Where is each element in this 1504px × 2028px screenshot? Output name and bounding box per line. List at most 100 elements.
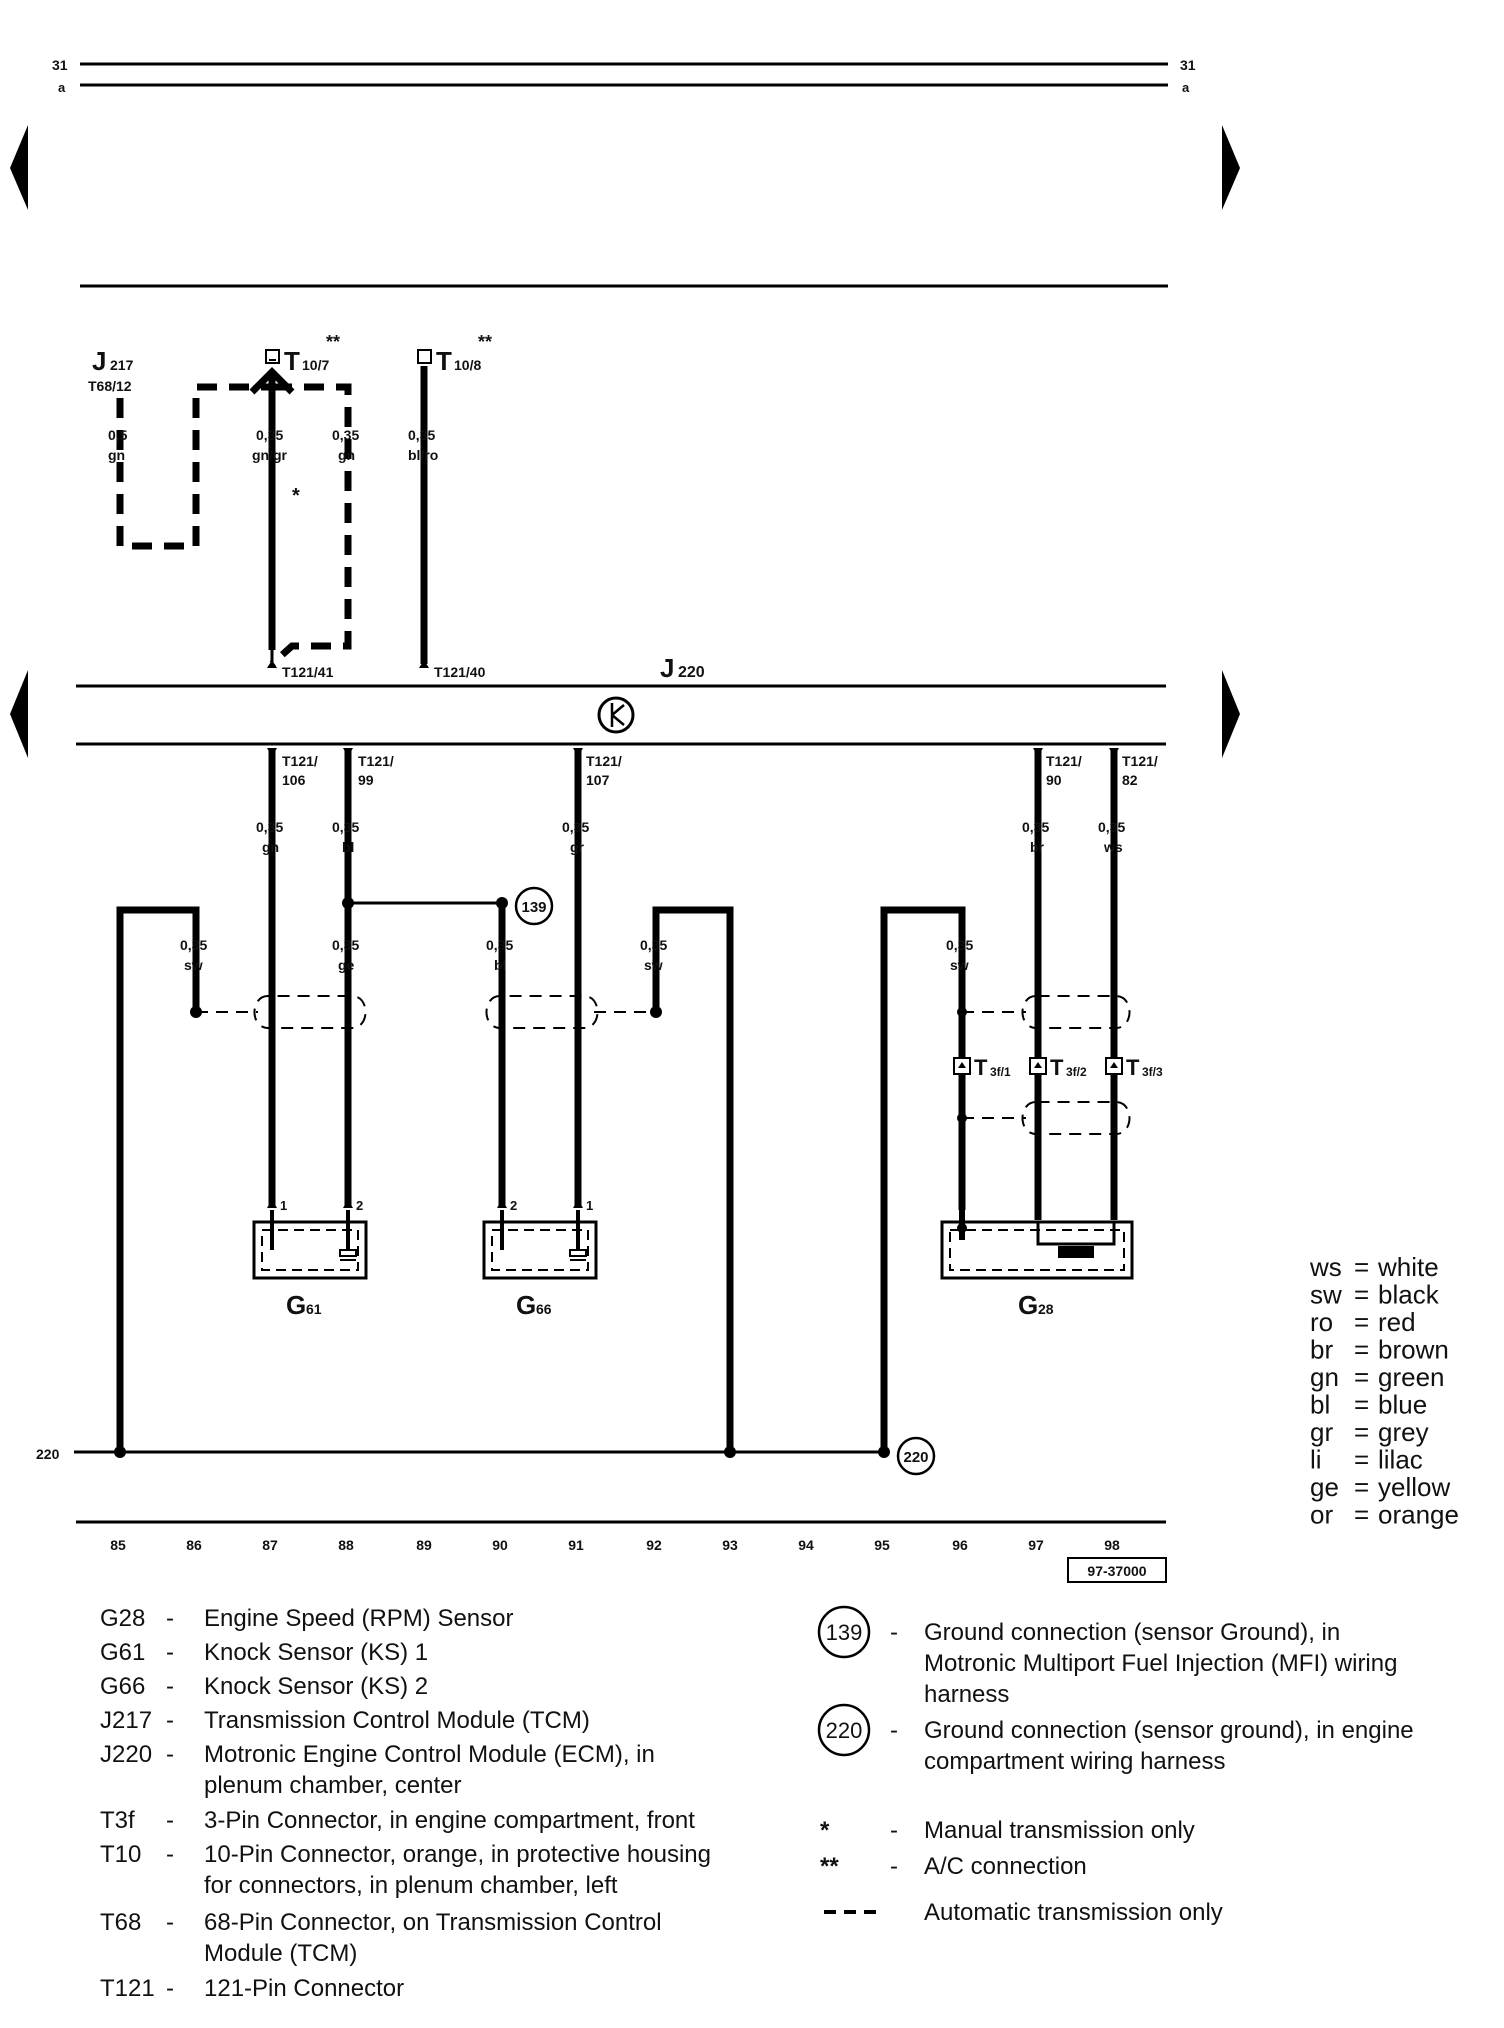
page-number-right: 31	[1180, 57, 1196, 73]
low-wire-color-4: sw	[950, 957, 969, 973]
doc-code: 97-37000	[1087, 1563, 1146, 1579]
mid-wire-gauge-2: 0,35	[562, 819, 589, 835]
t3f-2-name: T	[1050, 1055, 1064, 1080]
top-wire-labels: 0,5 gn 0,35 gn/gr 0,35 gn 0,35 bl/ro	[108, 427, 438, 463]
ecm-transistor-icon	[597, 696, 635, 734]
shield-g28-lower-icon	[1021, 1101, 1131, 1135]
symbol-dashed-text: Automatic transmission only	[924, 1899, 1223, 1926]
t3f-2-sub: 3f/2	[1066, 1065, 1087, 1079]
ecm-pin-bottom-0-b: 106	[282, 772, 306, 788]
t3f-1-sub: 3f/1	[990, 1065, 1011, 1079]
component-desc-2-0: Knock Sensor (KS) 2	[204, 1673, 428, 1700]
g61-pin-1: 2	[356, 1198, 363, 1213]
track-94: 94	[798, 1537, 814, 1553]
sensor-g66: 2 1 G 66	[482, 1198, 598, 1320]
color-eq-9: =	[1354, 1500, 1369, 1530]
connector-t10-8: T 10/8 **	[417, 332, 492, 376]
t10-7-sub: 10/7	[302, 357, 329, 373]
shield-g66-icon	[485, 995, 599, 1029]
main-wiring	[74, 748, 1131, 1458]
component-desc-6-1: for connectors, in plenum chamber, left	[204, 1872, 618, 1899]
ecm-prev-arrow-icon[interactable]	[10, 670, 28, 758]
g61-sub: 61	[306, 1301, 322, 1317]
track-numbers: 85 86 87 88 89 90 91 92 93 94 95 96 97 9…	[110, 1537, 1120, 1553]
gn-dashed-wire	[269, 383, 352, 667]
color-code-0: ws	[1309, 1252, 1342, 1282]
component-desc-4-1: plenum chamber, center	[204, 1772, 461, 1799]
track-96: 96	[952, 1537, 968, 1553]
g28-magnet-icon	[1058, 1246, 1094, 1258]
component-dash-4: -	[166, 1741, 174, 1768]
color-code-1: sw	[1310, 1280, 1342, 1310]
mid-wire-gauge-4: 0,35	[1098, 819, 1125, 835]
t3f-connector: T 3f/1 T 3f/2 T 3f/3	[953, 1055, 1163, 1080]
ground-legend-code-0: 139	[826, 1620, 863, 1645]
color-eq-6: =	[1354, 1417, 1369, 1447]
component-desc-8-0: 121-Pin Connector	[204, 1975, 404, 2002]
ecm-pin-top-1: T121/40	[434, 664, 486, 680]
color-code-7: li	[1310, 1445, 1322, 1475]
track-89: 89	[416, 1537, 432, 1553]
ecm-pin-bottom-1-a: T121/	[358, 753, 394, 769]
component-code-4: J220	[100, 1741, 152, 1768]
t3f-3-name: T	[1126, 1055, 1140, 1080]
color-code-2: ro	[1310, 1307, 1333, 1337]
t10-8-pin-icon	[417, 349, 432, 364]
component-dash-7: -	[166, 1909, 174, 1936]
track-97: 97	[1028, 1537, 1044, 1553]
ground-badge-220-text: 220	[903, 1449, 928, 1466]
ecm-next-arrow-icon[interactable]	[1222, 670, 1240, 758]
ground-legend-code-1: 220	[826, 1718, 863, 1743]
low-wire-color-3: sw	[644, 957, 663, 973]
g61-element-icon	[339, 1249, 357, 1257]
color-name-6: grey	[1378, 1417, 1429, 1447]
color-eq-8: =	[1354, 1472, 1369, 1502]
j217-dashed-wire	[116, 383, 272, 550]
ground-legend-desc-1-0: Ground connection (sensor ground), in en…	[924, 1717, 1414, 1744]
top-wiring: *	[116, 366, 429, 668]
mid-wire-labels: 0,35 gn 0,35 bl 0,35 gr 0,35 br 0,35 ws	[256, 819, 1125, 855]
ground-legend-dash-1: -	[890, 1717, 898, 1744]
page-prev-arrow-icon[interactable]	[10, 125, 28, 210]
component-desc-7-0: 68-Pin Connector, on Transmission Contro…	[204, 1909, 662, 1936]
color-eq-2: =	[1354, 1307, 1369, 1337]
color-eq-3: =	[1354, 1335, 1369, 1365]
color-eq-7: =	[1354, 1445, 1369, 1475]
symbol-double-star-text: A/C connection	[924, 1853, 1087, 1880]
page-next-arrow-icon[interactable]	[1222, 125, 1240, 210]
color-eq-4: =	[1354, 1362, 1369, 1392]
g66-pin-0: 2	[510, 1198, 517, 1213]
t3f-3-sub: 3f/3	[1142, 1065, 1163, 1079]
ground-legend-desc-0-0: Ground connection (sensor Ground), in	[924, 1619, 1340, 1646]
component-desc-6-0: 10-Pin Connector, orange, in protective …	[204, 1841, 711, 1868]
j217-name: J	[92, 346, 106, 376]
connector-t10-7: T 10/7 **	[265, 332, 340, 376]
t3f-1-name: T	[974, 1055, 988, 1080]
ecm-pin-bottom-3-b: 90	[1046, 772, 1062, 788]
low-wire-gauge-1: 0,35	[332, 937, 359, 953]
top-wire-gauge-1: 0,35	[256, 427, 283, 443]
mid-wire-color-1: bl	[342, 839, 354, 855]
low-wire-gauge-3: 0,35	[640, 937, 667, 953]
component-code-5: T3f	[100, 1807, 135, 1834]
color-name-8: yellow	[1378, 1472, 1450, 1502]
color-name-2: red	[1378, 1307, 1416, 1337]
ecm-pin-bottom-4-a: T121/	[1122, 753, 1158, 769]
component-dash-0: -	[166, 1605, 174, 1632]
g28-sub: 28	[1038, 1301, 1054, 1317]
t10-7-mark: **	[326, 332, 340, 352]
color-code-4: gn	[1310, 1362, 1339, 1392]
shield-g61-icon	[253, 995, 367, 1029]
t10-8-name: T	[436, 346, 452, 376]
t10-7-pin-icon	[265, 349, 280, 364]
top-wire-color-3: bl/ro	[408, 447, 438, 463]
color-code-8: ge	[1310, 1472, 1339, 1502]
ground-legend-circle-0	[817, 1605, 871, 1659]
j217-sub: 217	[110, 357, 134, 373]
component-dash-5: -	[166, 1807, 174, 1834]
color-name-5: blue	[1378, 1390, 1427, 1420]
component-dash-6: -	[166, 1841, 174, 1868]
ground-legend-circle-1	[817, 1703, 871, 1757]
ecm-pin-bottom-3-a: T121/	[1046, 753, 1082, 769]
